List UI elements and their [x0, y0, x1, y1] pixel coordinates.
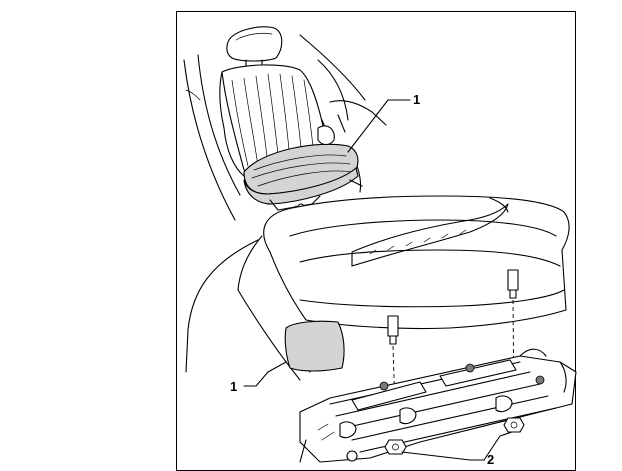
callout-1-lower-cushion: 1	[230, 379, 237, 394]
mounting-nut-right	[503, 417, 525, 433]
frame-bolt-front	[346, 450, 358, 462]
mounting-nut-left	[384, 439, 407, 455]
seat-frame-rails	[299, 348, 577, 463]
seat-cushion-highlighted	[243, 143, 359, 205]
callout-2-mounting-nut: 2	[487, 452, 494, 467]
frame-bolt	[379, 381, 389, 391]
lower-cushion-panel	[284, 320, 345, 372]
seat-adjust-knob	[317, 125, 335, 146]
callout-1-seat-cushion: 1	[413, 92, 420, 107]
frame-bolt	[535, 375, 545, 385]
frame-bolt	[465, 363, 475, 373]
seat-assembly	[219, 26, 363, 213]
leader-lines	[243, 99, 513, 461]
